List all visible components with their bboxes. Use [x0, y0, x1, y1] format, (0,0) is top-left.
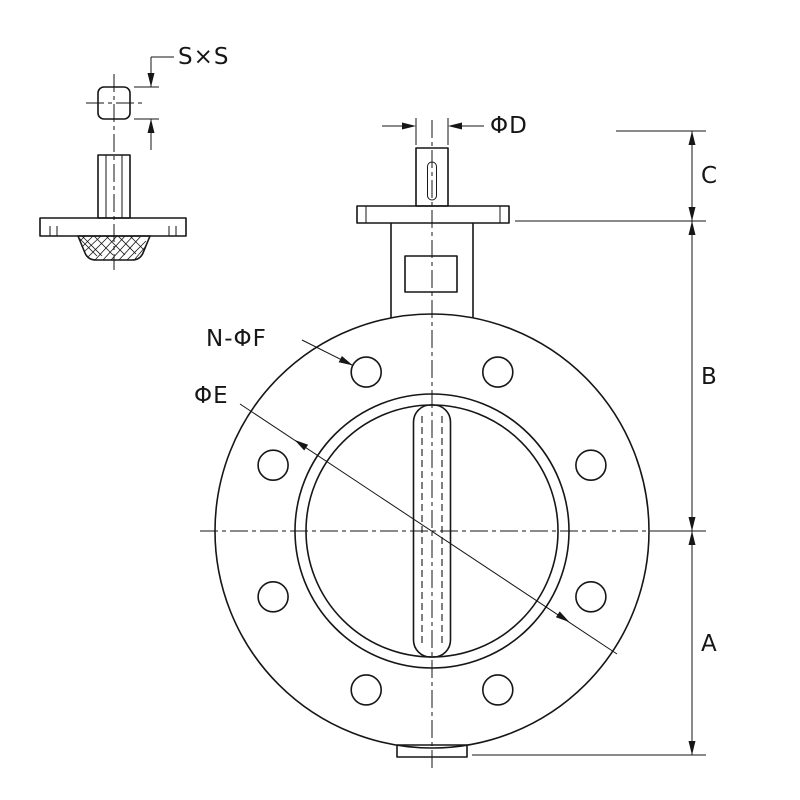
disc-outline — [412, 404, 452, 658]
bolt-hole — [575, 580, 607, 613]
arrowhead — [147, 119, 155, 133]
arrowhead — [688, 207, 696, 221]
bolt-hole — [481, 356, 514, 388]
label-height-b: B — [701, 364, 718, 390]
label-stem-diameter: ΦD — [490, 113, 528, 139]
arrowhead — [688, 221, 696, 235]
arrowhead — [688, 741, 696, 755]
arrowhead — [555, 611, 570, 623]
label-height-c: C — [701, 163, 718, 189]
bolt-hole — [481, 674, 514, 706]
arrowhead — [448, 122, 462, 130]
arrowhead — [688, 531, 696, 545]
top-works — [356, 147, 510, 318]
bolt-hole — [257, 449, 289, 482]
arrowhead — [294, 439, 309, 451]
bolt-hole — [575, 449, 607, 482]
neck-boss — [404, 255, 458, 293]
bolt-hole — [350, 356, 383, 388]
stem-side-view — [39, 154, 187, 261]
seat-circle — [294, 393, 570, 669]
hatch-lines — [78, 235, 147, 261]
bolt-hole — [257, 580, 289, 613]
hub-lug — [77, 235, 151, 261]
stem-square-detail-view: S×S — [86, 44, 229, 270]
dimension-column-right: C B A — [472, 130, 718, 756]
leader-bolt-holes: N-ΦF — [206, 326, 354, 366]
label-bolt-circle: ΦE — [194, 383, 229, 409]
label-bolt-holes: N-ΦF — [206, 326, 267, 352]
valve-front-view — [200, 120, 668, 772]
bottom-boss — [396, 744, 468, 758]
dimension-bolt-circle: ΦE — [194, 383, 618, 655]
dimension-stem-square: S×S — [134, 44, 229, 150]
stem-square-section — [97, 86, 131, 120]
bolt-holes — [257, 356, 607, 706]
bolt-hole — [350, 674, 383, 706]
label-stem-square: S×S — [178, 44, 229, 70]
arrowhead — [688, 517, 696, 531]
valve-disc — [412, 404, 452, 658]
label-height-a: A — [701, 631, 718, 657]
dimension-stem-diameter: ΦD — [382, 113, 528, 145]
mounting-flange — [356, 205, 510, 224]
arrowhead — [688, 131, 696, 145]
arrowhead — [147, 73, 155, 87]
arrowhead — [338, 356, 353, 366]
keyway — [427, 161, 437, 201]
flange-outer-circle — [214, 313, 650, 749]
arrowhead — [402, 122, 416, 130]
